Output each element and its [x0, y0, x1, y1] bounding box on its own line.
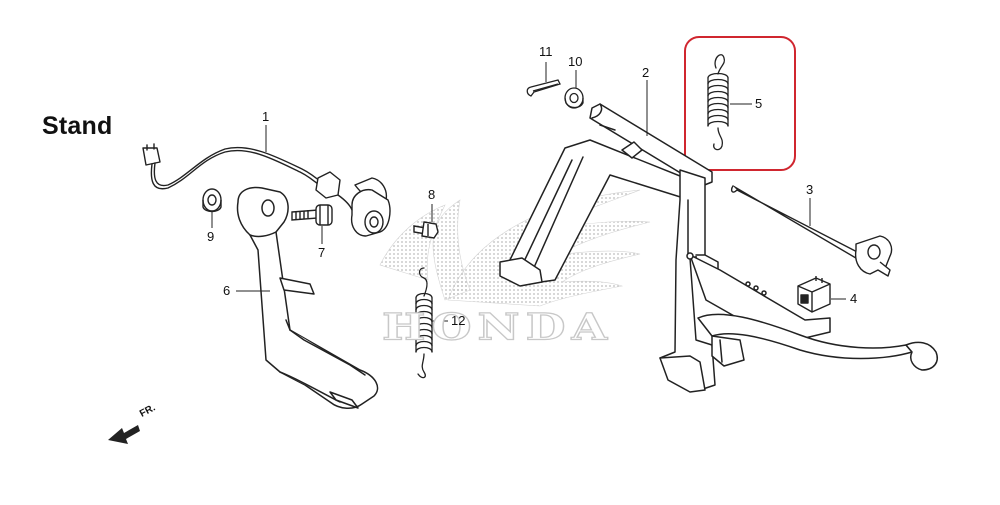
part-1-side-stand-switch: [142, 143, 391, 237]
part-5-spring: [707, 54, 729, 151]
part-12-spring: [415, 267, 433, 379]
callout-12[interactable]: 12: [451, 313, 466, 328]
callout-8[interactable]: 8: [428, 187, 436, 202]
callout-1[interactable]: 1: [262, 109, 270, 124]
callout-9[interactable]: 9: [207, 229, 215, 244]
callout-7[interactable]: 7: [318, 245, 326, 260]
diagram-title: Stand: [42, 112, 113, 140]
honda-watermark-text: HONDA: [381, 304, 614, 349]
part-10-washer: [564, 87, 584, 109]
highlight-box: [684, 36, 796, 171]
front-direction-arrow-icon: [108, 425, 140, 444]
callout-11[interactable]: 11: [539, 44, 553, 59]
part-6-side-stand: [236, 186, 379, 409]
callout-10[interactable]: 10: [568, 54, 583, 69]
callout-4[interactable]: 4: [850, 291, 858, 306]
callout-2[interactable]: 2: [642, 65, 650, 80]
part-7-pivot-bolt: [291, 204, 333, 226]
part-2-main-stand: [499, 103, 938, 393]
part-8-bolt: [413, 221, 439, 239]
part-11-cotter-pin: [526, 79, 561, 97]
callout-6[interactable]: 6: [223, 283, 231, 298]
part-3-shaft: [730, 185, 893, 277]
callout-5[interactable]: 5: [755, 96, 763, 111]
part-4-stopper: [797, 276, 831, 313]
callout-3[interactable]: 3: [806, 182, 814, 197]
part-9-collar: [202, 188, 222, 213]
